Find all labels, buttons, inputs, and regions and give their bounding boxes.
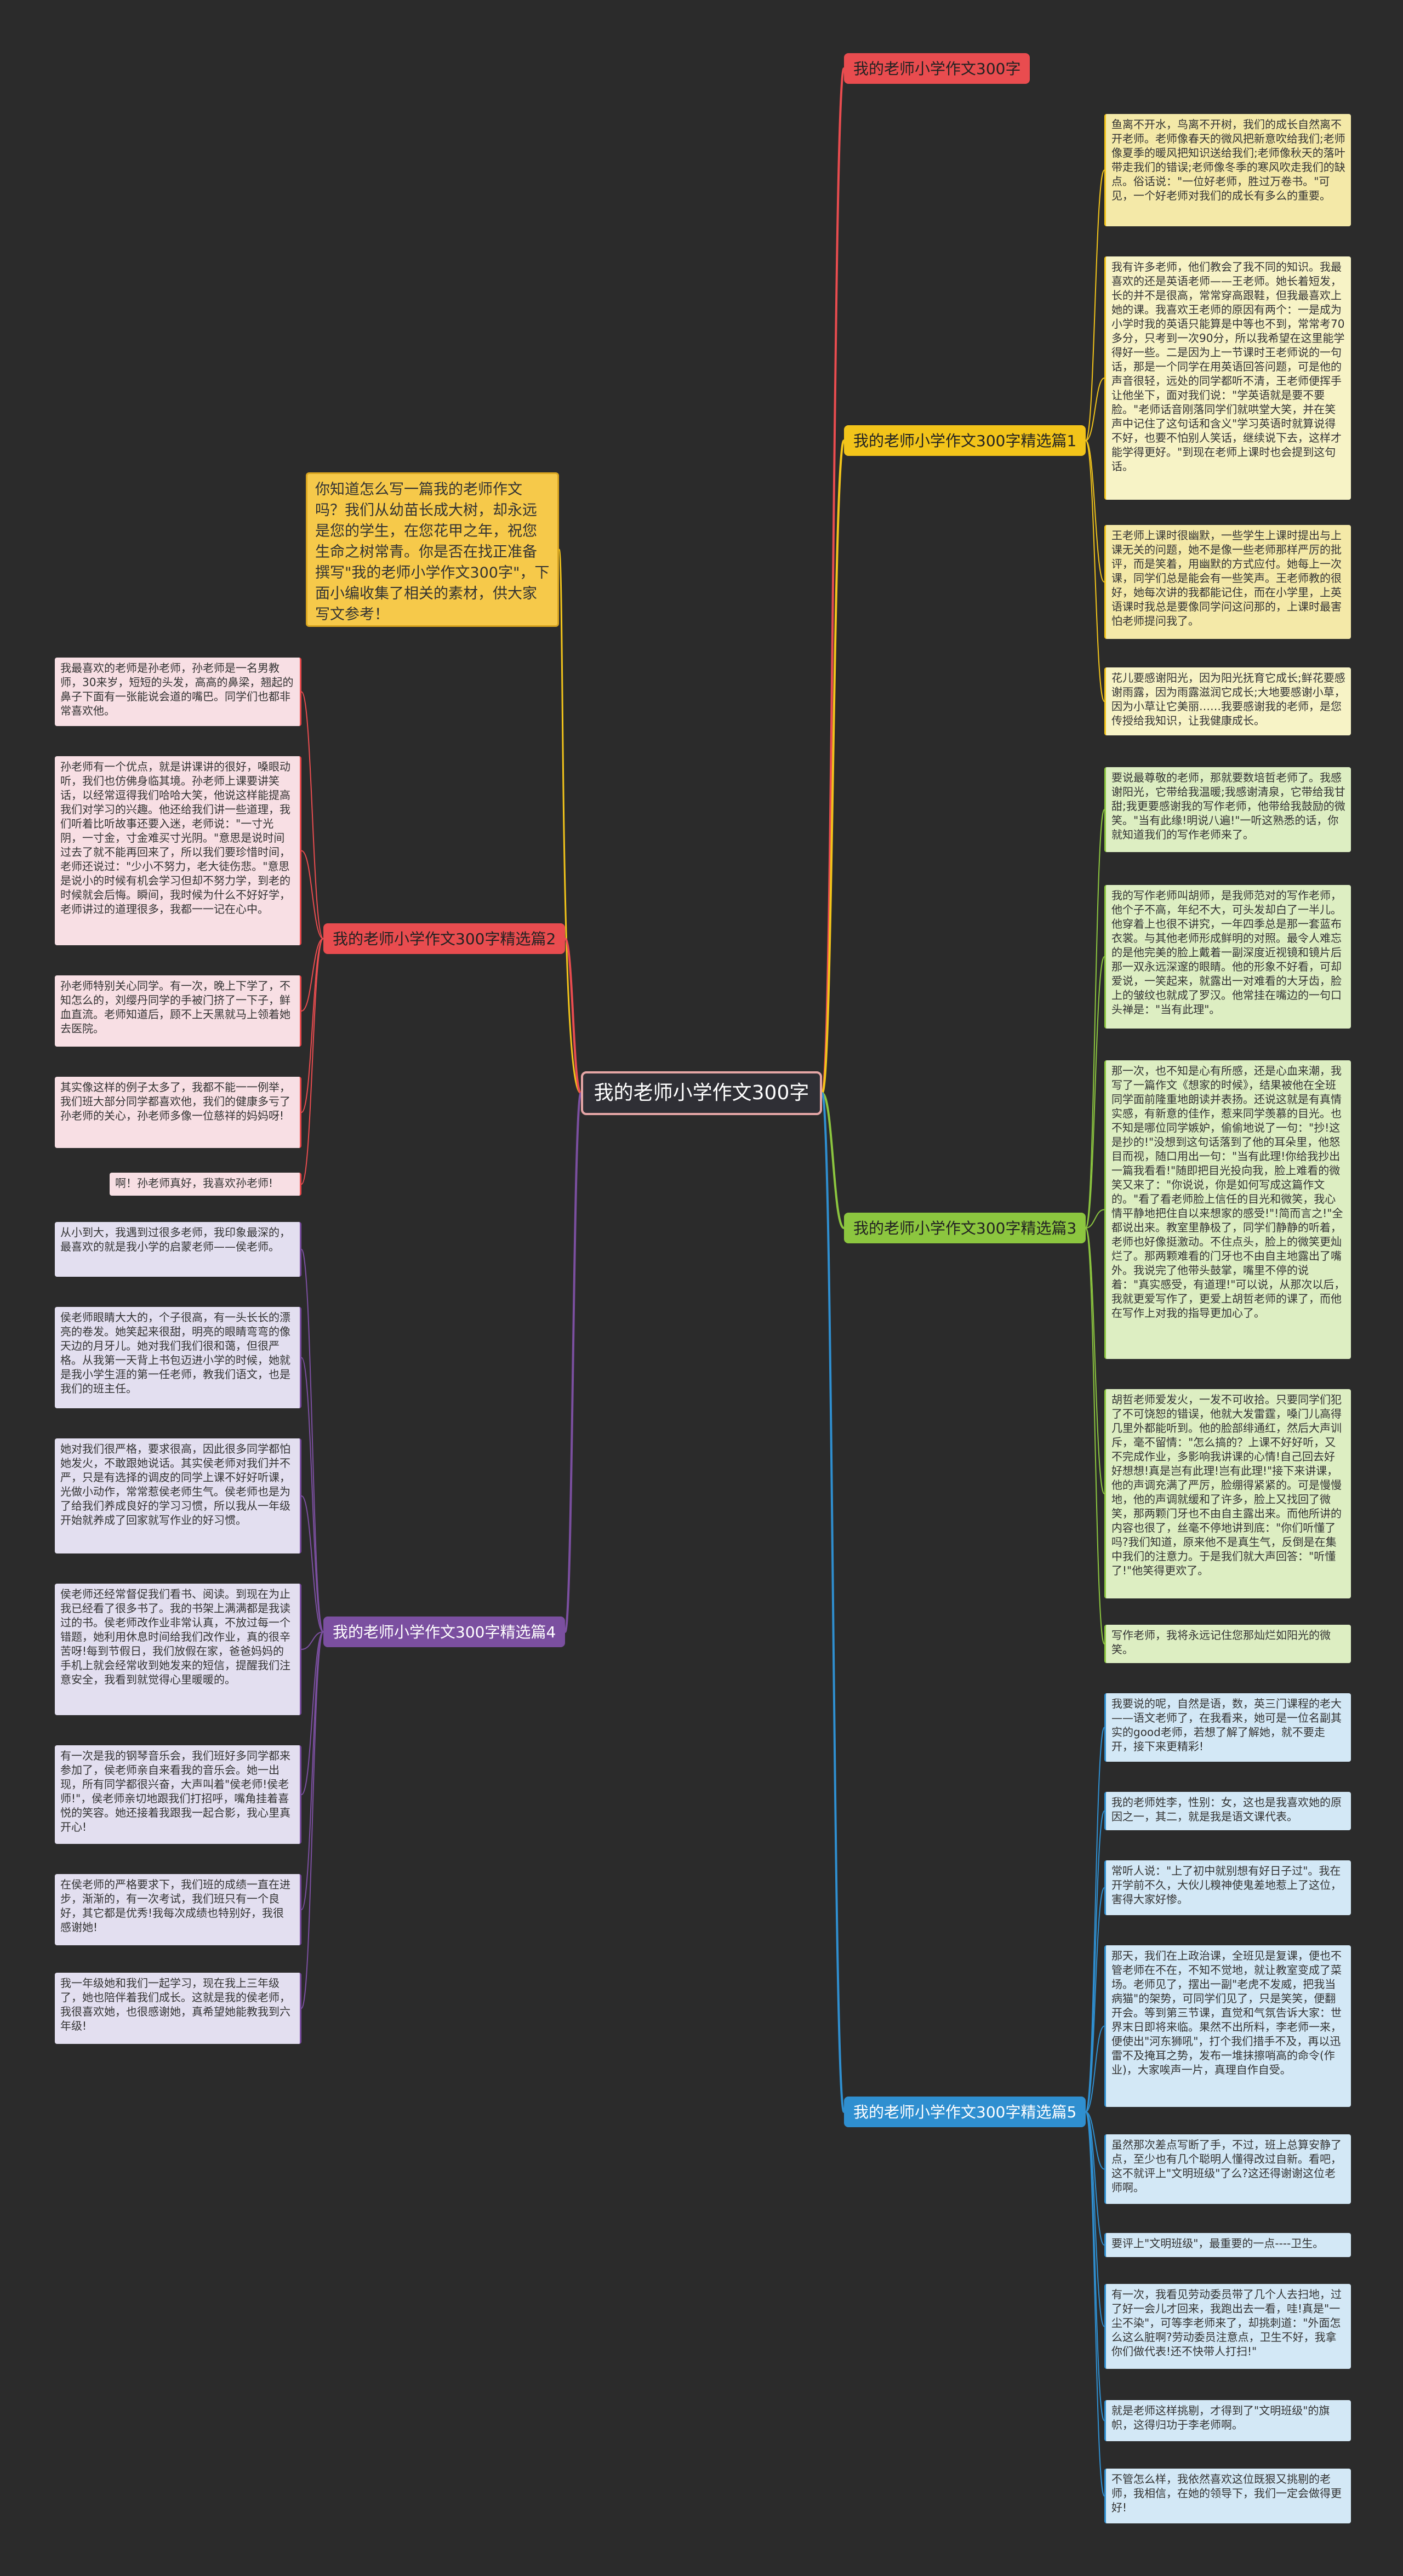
leaf-connector-leaf-b2-4 xyxy=(301,938,324,1113)
leaf-connector-leaf-b1-1 xyxy=(1085,169,1105,441)
leaf-connector-leaf-b4-3 xyxy=(301,1495,324,1632)
branch-3[interactable]: 我的老师小学作文300字精选篇3 xyxy=(844,1213,1086,1243)
leaf-b5-7[interactable]: 有一次，我看见劳动委员带了几个人去扫地，过了好一会儿才回来，我跑出去一看，哇!真… xyxy=(1104,2284,1351,2369)
leaf-b5-5[interactable]: 虽然那次差点写断了手，不过，班上总算安静了点，至少也有几个聪明人懂得改过自新。看… xyxy=(1104,2134,1351,2204)
leaf-b4-4[interactable]: 侯老师还经常督促我们看书、阅读。到现在为止我已经看了很多书了。我的书架上满满都是… xyxy=(55,1584,301,1715)
leaf-b4-3[interactable]: 她对我们很严格，要求很高，因此很多同学都怕她发火，不敢跟她说话。其实侯老师对我们… xyxy=(55,1438,301,1553)
leaf-connector-leaf-b4-4 xyxy=(301,1631,324,1650)
leaf-b1-4[interactable]: 花儿要感谢阳光，因为阳光抚育它成长;鲜花要感谢雨露，因为雨露滋润它成长;大地要感… xyxy=(1104,667,1351,735)
leaf-connector-leaf-b3-3 xyxy=(1085,1209,1105,1229)
leaf-connector-leaf-b2-1 xyxy=(301,691,324,939)
leaf-connector-leaf-b5-1 xyxy=(1085,1727,1105,2112)
leaf-connector-leaf-b3-1 xyxy=(1085,809,1105,1229)
leaf-b3-3[interactable]: 那一次，也不知是心有所感，还是心血来潮，我写了一篇作文《想家的时候》，结果被他在… xyxy=(1104,1060,1351,1359)
leaf-connector-leaf-b1-2 xyxy=(1085,378,1105,441)
branch-connector-b2 xyxy=(564,938,582,1094)
leaf-b1-3[interactable]: 王老师上课时很幽默，一些学生上课时提出与上课无关的问题，她不是像一些老师那样严厉… xyxy=(1104,525,1351,639)
leaf-b3-4[interactable]: 胡哲老师爱发火，一发不可收拾。只要同学们犯了不可饶恕的错误，他就大发雷霆，嗓门儿… xyxy=(1104,1389,1351,1598)
leaf-b5-1[interactable]: 我要说的呢，自然是语，数，英三门课程的老大——语文老师了，在我看来，她可是一位名… xyxy=(1104,1693,1351,1762)
leaf-b5-9[interactable]: 不管怎么样，我依然喜欢这位既狠又挑剔的老师，我相信，在她的领导下，我们一定会做得… xyxy=(1104,2469,1351,2523)
root-topic[interactable]: 我的老师小学作文300字 xyxy=(581,1071,822,1115)
branch-1[interactable]: 我的老师小学作文300字精选篇1 xyxy=(844,425,1086,456)
leaf-connector-leaf-b3-5 xyxy=(1085,1227,1105,1644)
leaf-b2-2[interactable]: 孙老师有一个优点，就是讲课讲的很好，嗓眼动听，我们也仿佛身临其境。孙老师上课要讲… xyxy=(55,756,301,945)
leaf-b4-5[interactable]: 有一次是我的钢琴音乐会，我们班好多同学都来参加了，侯老师亲自来看我的音乐会。她一… xyxy=(55,1745,301,1844)
leaf-connector-leaf-b2-5 xyxy=(301,938,324,1185)
leaf-b1-1[interactable]: 鱼离不开水，鸟离不开树，我们的成长自然离不开老师。老师像春天的微风把新意吹给我们… xyxy=(1104,114,1351,226)
leaf-connector-leaf-b5-4 xyxy=(1085,2025,1105,2112)
branch-label: 我的老师小学作文300字精选篇4 xyxy=(333,1623,556,1641)
leaf-connector-leaf-b3-4 xyxy=(1085,1227,1105,1494)
branch-4[interactable]: 我的老师小学作文300字精选篇4 xyxy=(323,1617,566,1647)
intro-connector xyxy=(558,549,582,1094)
branch-label: 我的老师小学作文300字 xyxy=(853,60,1021,78)
leaf-connector-leaf-b5-7 xyxy=(1085,2111,1105,2327)
leaf-connector-leaf-b4-1 xyxy=(301,1249,324,1632)
leaf-connector-leaf-b5-2 xyxy=(1085,1810,1105,2112)
leaf-b2-5[interactable]: 啊！孙老师真好，我喜欢孙老师! xyxy=(110,1173,301,1196)
leaf-b5-3[interactable]: 常听人说："上了初中就别想有好日子过"。我在开学前不久，大伙儿糗神使鬼差地惹上了… xyxy=(1104,1860,1351,1915)
leaf-b2-1[interactable]: 我最喜欢的老师是孙老师，孙老师是一名男教师，30来岁，短短的头发，高高的鼻梁，翘… xyxy=(55,658,301,726)
branch-connector-b3 xyxy=(821,1092,845,1229)
leaf-b5-4[interactable]: 那天，我们在上政治课，全班见是复课，便也不管老师在不在，不知不觉地，就让教室变成… xyxy=(1104,1945,1351,2107)
leaf-connector-leaf-b2-3 xyxy=(301,938,324,1012)
branch-2[interactable]: 我的老师小学作文300字精选篇2 xyxy=(323,923,566,954)
leaf-b4-7[interactable]: 我一年级她和我们一起学习，现在我上三年级了，她也陪伴着我们成长。这就是我的侯老师… xyxy=(55,1973,301,2044)
leaf-connector-leaf-b1-3 xyxy=(1085,440,1105,582)
leaf-connector-leaf-b5-9 xyxy=(1085,2111,1105,2497)
leaf-connector-leaf-b3-2 xyxy=(1085,956,1105,1229)
leaf-b3-5[interactable]: 写作老师，我将永远记住您那灿烂如阳光的微笑。 xyxy=(1104,1625,1351,1663)
intro-note[interactable]: 你知道怎么写一篇我的老师作文吗？我们从幼苗长成大树，却永远是您的学生，在您花甲之… xyxy=(306,472,559,627)
leaf-b3-2[interactable]: 我的写作老师叫胡师，是我师范对的写作老师，他个子不高，年纪不大，可头发却白了一半… xyxy=(1104,885,1351,1029)
leaf-b3-1[interactable]: 要说最尊敬的老师，那就要数培哲老师了。我感谢阳光，它带给我温暖;我感谢清泉，它带… xyxy=(1104,767,1351,852)
leaf-b1-2[interactable]: 我有许多老师，他们教会了我不同的知识。我最喜欢的还是英语老师——王老师。她长着短… xyxy=(1104,256,1351,500)
leaf-connector-leaf-b4-6 xyxy=(301,1631,324,1910)
leaf-connector-leaf-b4-7 xyxy=(301,1631,324,2009)
branch-connector-b4 xyxy=(564,1092,582,1633)
leaf-connector-leaf-b5-3 xyxy=(1085,1887,1105,2112)
branch-label: 我的老师小学作文300字精选篇2 xyxy=(333,930,556,948)
branch-label: 我的老师小学作文300字精选篇3 xyxy=(853,1219,1077,1237)
leaf-connector-leaf-b5-6 xyxy=(1085,2111,1105,2246)
leaf-connector-leaf-b4-5 xyxy=(301,1631,324,1795)
branch-connector-b5 xyxy=(821,1092,845,2113)
branch-label: 我的老师小学作文300字精选篇5 xyxy=(853,2103,1077,2121)
branch-title[interactable]: 我的老师小学作文300字 xyxy=(844,53,1030,84)
leaf-b4-6[interactable]: 在侯老师的严格要求下，我们班的成绩一直在进步，渐渐的，有一次考试，我们班只有一个… xyxy=(55,1874,301,1945)
leaf-b5-6[interactable]: 要评上"文明班级"，最重要的一点----卫生。 xyxy=(1104,2233,1351,2257)
leaf-b2-4[interactable]: 其实像这样的例子太多了，我都不能一一例举，我们班大部分同学都喜欢他，我们的健康多… xyxy=(55,1077,301,1148)
branch-label: 我的老师小学作文300字精选篇1 xyxy=(853,432,1077,450)
leaf-b2-3[interactable]: 孙老师特别关心同学。有一次，晚上下学了，不知怎么的，刘缨丹同学的手被门挤了一下子… xyxy=(55,975,301,1047)
leaf-connector-leaf-b5-8 xyxy=(1085,2111,1105,2421)
leaf-connector-leaf-b1-4 xyxy=(1085,440,1105,702)
leaf-b5-8[interactable]: 就是老师这样挑剔，才得到了"文明班级"的旗帜，这得归功于李老师啊。 xyxy=(1104,2400,1351,2441)
branch-connector-b1 xyxy=(821,439,845,1094)
leaf-b4-2[interactable]: 侯老师眼睛大大的，个子很高，有一头长长的漂亮的卷发。她笑起来很甜，明亮的眼睛弯弯… xyxy=(55,1307,301,1408)
branch-connector-title xyxy=(821,67,845,1094)
branch-5[interactable]: 我的老师小学作文300字精选篇5 xyxy=(844,2097,1086,2127)
leaf-b4-1[interactable]: 从小到大，我遇到过很多老师，我印象最深的，最喜欢的就是我小学的启蒙老师——侯老师… xyxy=(55,1222,301,1277)
leaf-connector-leaf-b2-2 xyxy=(301,850,324,939)
leaf-connector-leaf-b5-5 xyxy=(1085,2111,1105,2170)
leaf-connector-leaf-b4-2 xyxy=(301,1357,324,1632)
leaf-b5-2[interactable]: 我的老师姓李，性别：女，这也是我喜欢她的原因之一，其二，就是我是语文课代表。 xyxy=(1104,1792,1351,1830)
